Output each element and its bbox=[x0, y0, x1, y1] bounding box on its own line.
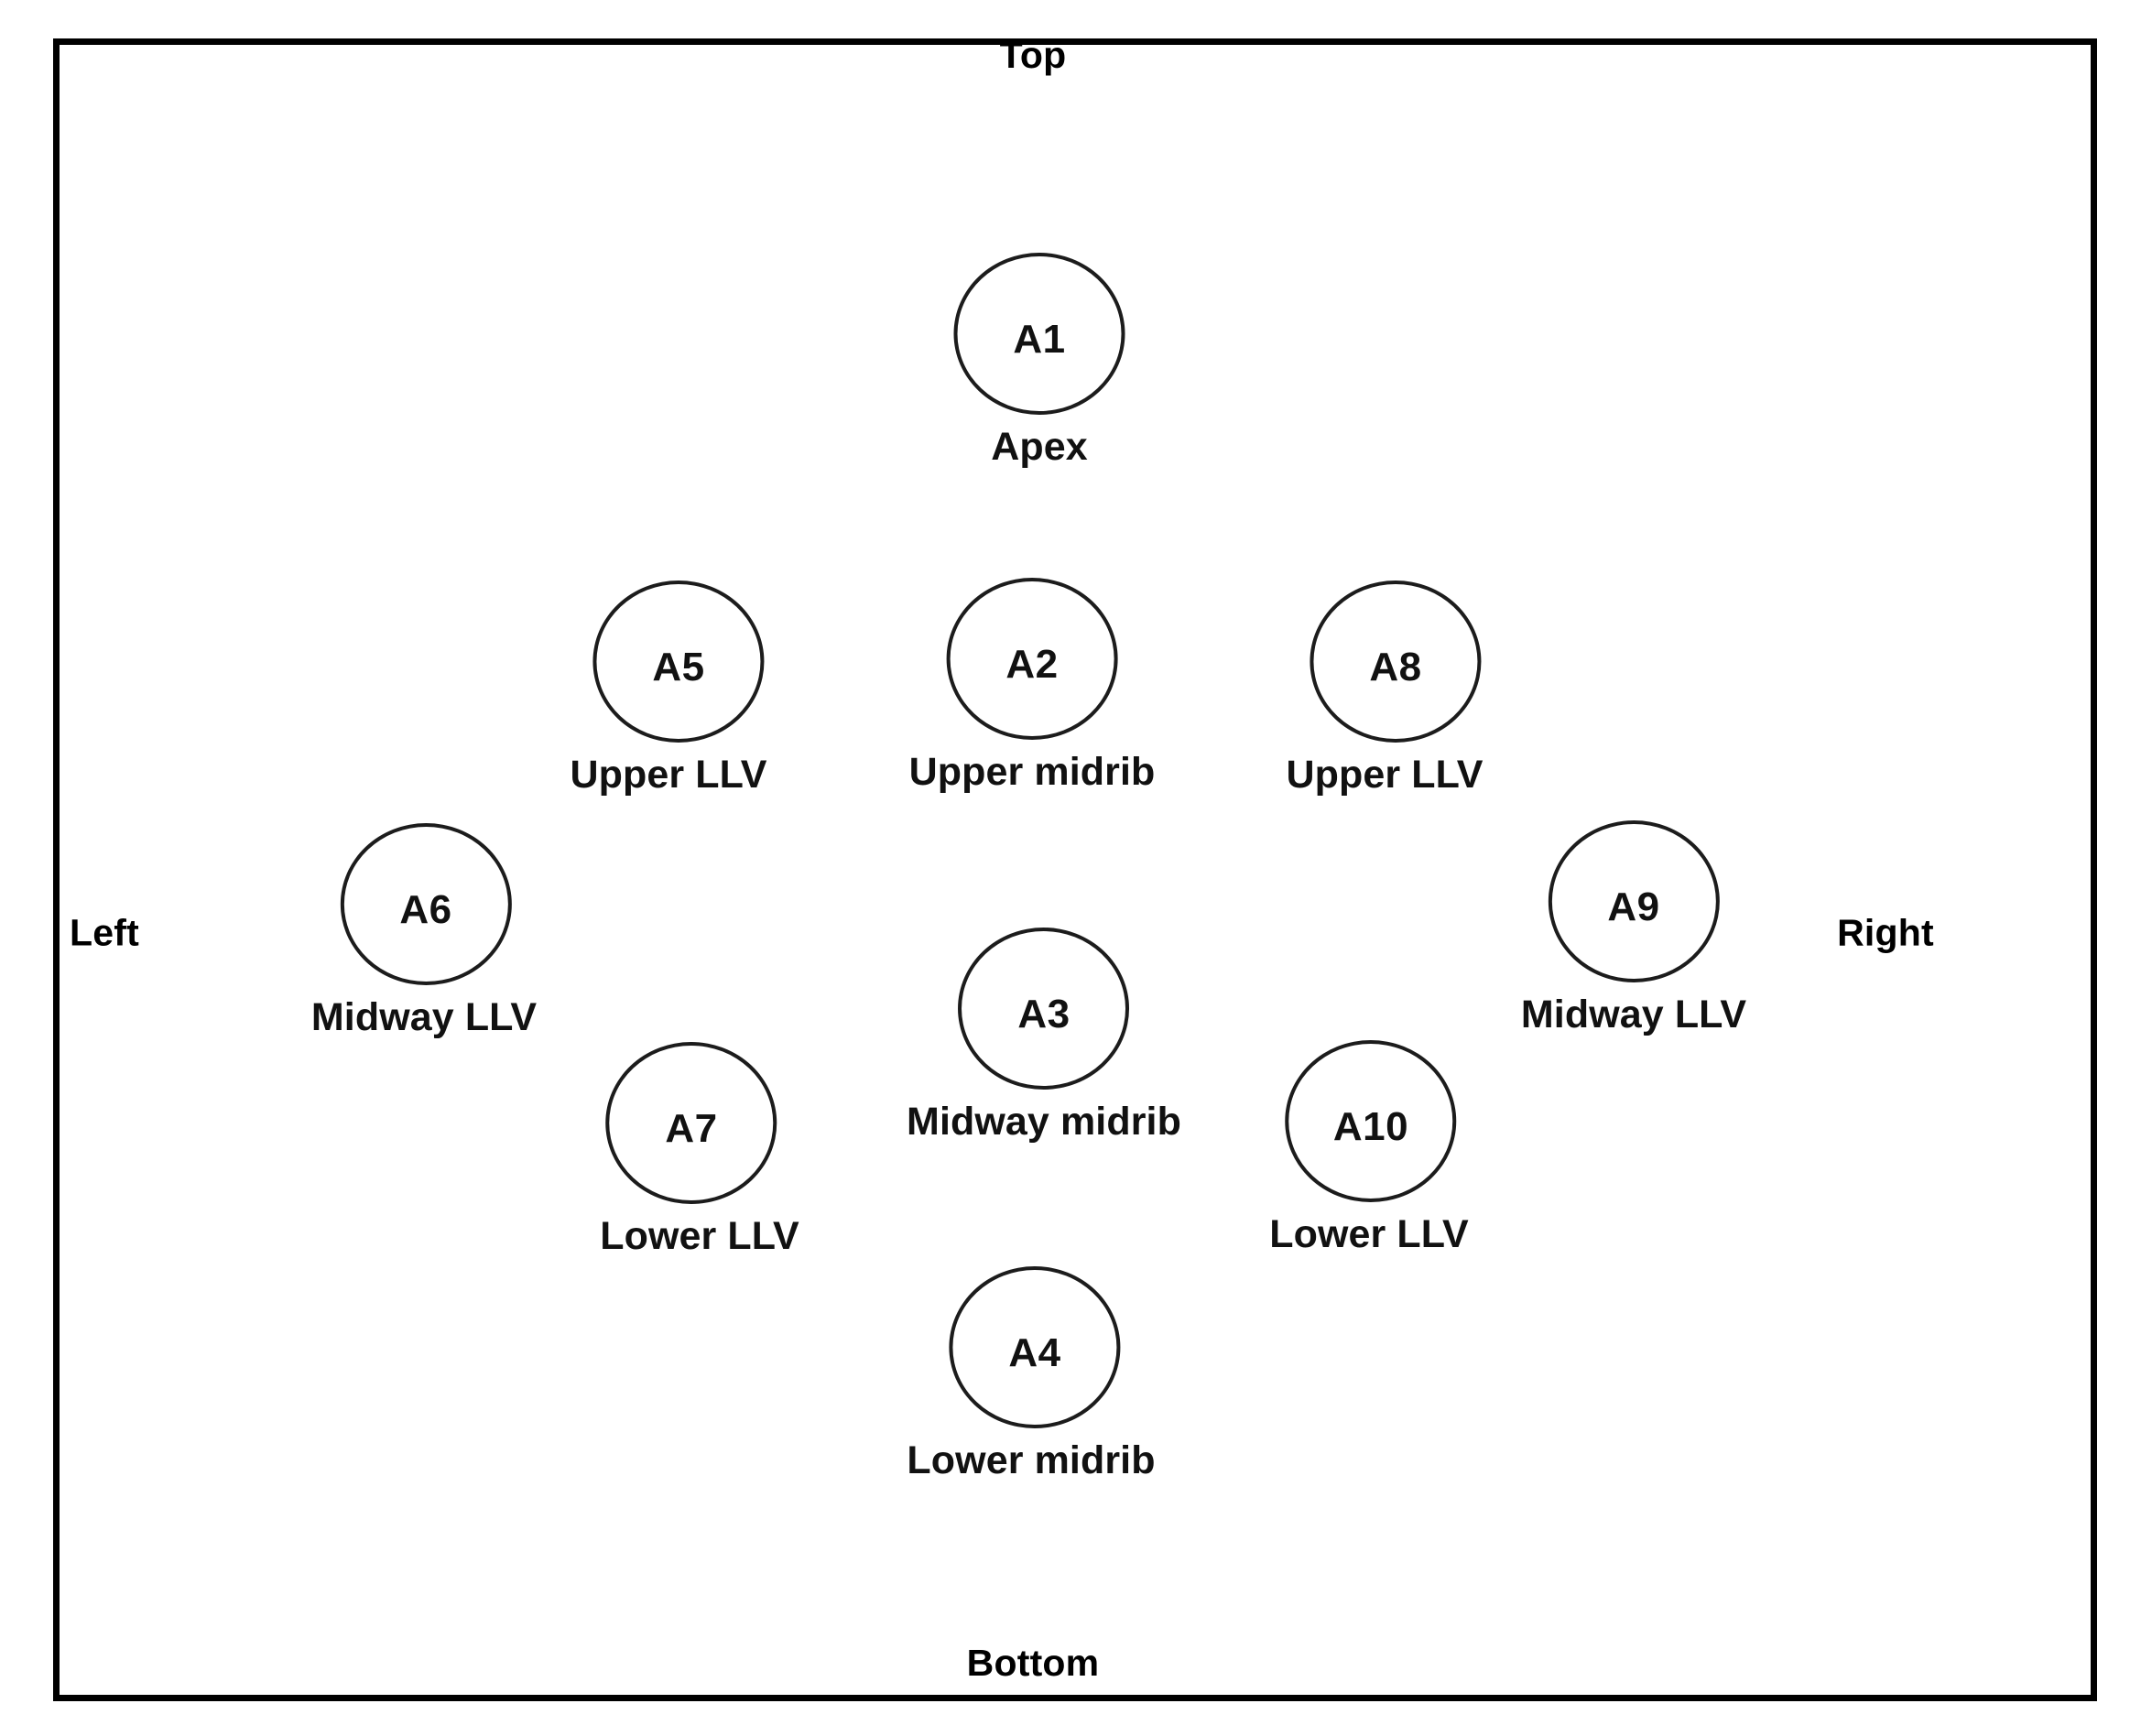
node-circle-a7[interactable]: A7 bbox=[605, 1042, 777, 1204]
node-caption: Midway midrib bbox=[907, 1100, 1181, 1144]
node-caption: Midway LLV bbox=[310, 995, 538, 1039]
node-caption: Lower midrib bbox=[907, 1438, 1156, 1482]
orientation-label-bottom: Bottom bbox=[966, 1642, 1100, 1684]
node-id-label: A9 bbox=[1607, 884, 1660, 929]
node-id-label: A7 bbox=[665, 1105, 718, 1151]
node-caption: Lower LLV bbox=[1269, 1212, 1469, 1256]
orientation-label-top: Top bbox=[999, 34, 1067, 76]
node-caption: Upper midrib bbox=[908, 750, 1156, 794]
node-id-label: A2 bbox=[1005, 641, 1059, 687]
node-id-label: A3 bbox=[1017, 991, 1070, 1036]
orientation-label-left: Left bbox=[70, 911, 139, 954]
node-id-label: A10 bbox=[1332, 1103, 1409, 1149]
node-circle-a4[interactable]: A4 bbox=[949, 1266, 1121, 1428]
node-caption: Upper LLV bbox=[570, 753, 767, 797]
orientation-label-right: Right bbox=[1837, 911, 1934, 954]
node-id-label: A8 bbox=[1369, 644, 1422, 689]
node-caption: Upper LLV bbox=[1286, 753, 1483, 797]
node-id-label: A5 bbox=[652, 644, 705, 689]
node-circle-a1[interactable]: A1 bbox=[953, 253, 1125, 415]
node-caption: Lower LLV bbox=[600, 1214, 799, 1258]
node-caption: Midway LLV bbox=[1520, 993, 1747, 1036]
node-id-label: A1 bbox=[1013, 316, 1066, 362]
node-circle-a2[interactable]: A2 bbox=[946, 578, 1118, 740]
node-caption: Apex bbox=[991, 425, 1088, 469]
node-circle-a8[interactable]: A8 bbox=[1310, 580, 1482, 743]
node-circle-a6[interactable]: A6 bbox=[340, 823, 512, 985]
node-circle-a5[interactable]: A5 bbox=[592, 580, 765, 743]
node-id-label: A4 bbox=[1008, 1329, 1061, 1375]
node-circle-a9[interactable]: A9 bbox=[1548, 820, 1720, 982]
node-id-label: A6 bbox=[399, 886, 452, 932]
node-circle-a3[interactable]: A3 bbox=[958, 928, 1130, 1090]
node-circle-a10[interactable]: A10 bbox=[1285, 1040, 1457, 1202]
